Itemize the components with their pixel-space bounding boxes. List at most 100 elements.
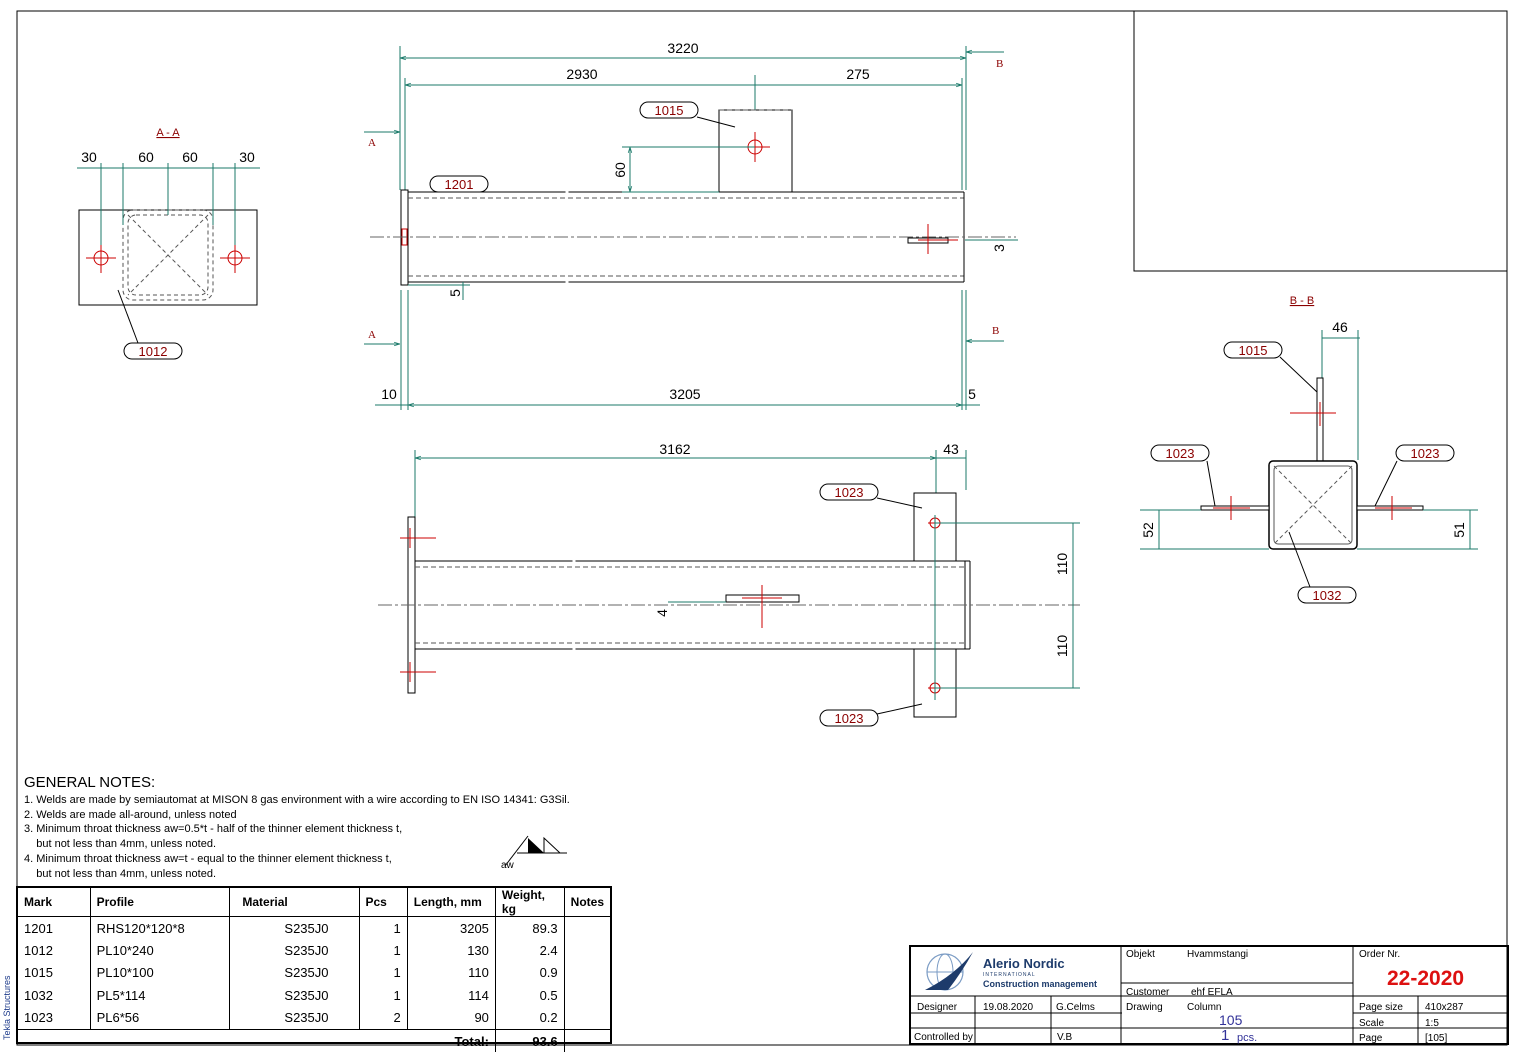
bom-cell: RHS120*120*8 — [90, 916, 231, 940]
designer-name: G.Celms — [1056, 1002, 1095, 1013]
bom-cell: 1 — [359, 939, 408, 962]
bom-header: Weight, kg — [495, 888, 565, 917]
bom-cell: S235J0 — [229, 939, 360, 962]
bom-cell: S235J0 — [229, 916, 360, 940]
dim-10: 10 — [381, 386, 397, 402]
section-arrow-a-bottom: A — [368, 329, 376, 341]
bom-total-label: Total: — [18, 1028, 496, 1052]
bom-cell: 2.4 — [495, 939, 565, 962]
customer-value: ehf EFLA — [1191, 987, 1233, 998]
company-tagline: Construction management — [983, 979, 1098, 989]
bom-cell: PL5*114 — [90, 984, 231, 1007]
scale-label: Scale — [1359, 1018, 1385, 1029]
bill-of-materials: Mark Profile Material Pcs Length, mm Wei… — [16, 886, 612, 1052]
bom-cell: S235J0 — [229, 984, 360, 1007]
bom-header: Mark — [18, 888, 91, 917]
dim-3220: 3220 — [667, 40, 698, 56]
dim-4: 4 — [654, 609, 670, 617]
pcs-label: pcs. — [1237, 1032, 1258, 1044]
objekt-value: Hvammstangi — [1187, 949, 1249, 960]
note-line: 2. Welds are made all-around, unless not… — [24, 808, 237, 821]
bom-cell: PL10*100 — [90, 961, 231, 985]
bom-header: Length, mm — [407, 888, 496, 917]
controlled-by-name: V.B — [1057, 1032, 1073, 1043]
bb-tag-1032: 1032 — [1313, 588, 1342, 603]
bom-cell — [564, 917, 610, 940]
dim-275: 275 — [846, 66, 870, 82]
bb-tag-1023-right: 1023 — [1411, 446, 1440, 461]
table-row: 1012 PL10*240 S235J0 1 130 2.4 — [18, 939, 610, 962]
company-sub: INTERNATIONAL — [983, 972, 1036, 978]
bom-cell: S235J0 — [229, 1006, 360, 1030]
bom-cell: 2 — [359, 1006, 408, 1030]
bom-cell: 90 — [407, 1006, 496, 1030]
plan-view: 3162 43 4 110 110 — [378, 441, 1080, 727]
bom-cell: 1 — [359, 916, 408, 940]
page-size-label: Page size — [1359, 1002, 1403, 1013]
tag-1012: 1012 — [139, 344, 168, 359]
bom-cell: 1 — [359, 984, 408, 1007]
dim-3162: 3162 — [659, 441, 690, 457]
notes-title: GENERAL NOTES: — [24, 774, 156, 791]
aa-dim-60-left: 60 — [138, 149, 154, 165]
section-arrow-b-top: B — [996, 58, 1003, 70]
controlled-by-label: Controlled by — [914, 1032, 973, 1043]
bom-cell: 1 — [359, 961, 408, 985]
drawing-number: 105 — [1219, 1012, 1243, 1028]
tag-1015-elevation: 1015 — [655, 103, 684, 118]
tag-1201: 1201 — [445, 177, 474, 192]
bom-header: Profile — [90, 888, 231, 917]
title-block-lines — [911, 947, 1507, 1043]
bom-header: Material — [229, 888, 360, 917]
bom-cell: 110 — [407, 961, 496, 985]
table-row: 1032 PL5*114 S235J0 1 114 0.5 — [18, 984, 610, 1007]
bom-cell: 1015 — [18, 961, 91, 985]
bom-cell — [564, 1007, 610, 1030]
note-line: but not less than 4mm, unless noted. — [24, 838, 216, 851]
tag-1023-plan-lower: 1023 — [835, 711, 864, 726]
bom-cell: 1201 — [18, 916, 91, 940]
bom-cell: 0.9 — [495, 961, 565, 985]
dim-110-lower: 110 — [1054, 635, 1070, 658]
note-line: 3. Minimum throat thickness aw=0.5*t - h… — [24, 823, 403, 836]
drawing-value: Column — [1187, 1002, 1222, 1013]
dim-5-plate: 5 — [447, 289, 463, 297]
bom-header-row: Mark Profile Material Pcs Length, mm Wei… — [18, 888, 610, 917]
bom-header: Pcs — [359, 888, 408, 917]
bom-cell — [564, 939, 610, 961]
dim-3205: 3205 — [669, 386, 700, 402]
section-aa: A - A 30 60 60 30 1012 — [77, 127, 260, 360]
note-line: but not less than 4mm, unless noted. — [24, 867, 216, 880]
order-number: 22-2020 — [1387, 967, 1465, 990]
company-logo — [925, 952, 973, 991]
weld-aw-label: aw — [501, 860, 515, 871]
bom-header: Notes — [564, 888, 610, 917]
dim-5-end: 5 — [968, 386, 976, 402]
bom-total-value: 93.6 — [495, 1028, 565, 1052]
drawing-label: Drawing — [1126, 1002, 1163, 1013]
section-bb-label: B - B — [1290, 295, 1314, 307]
bom-cell: 114 — [407, 984, 496, 1007]
software-label: Tekla Structures — [2, 975, 12, 1040]
bb-tag-1023-left: 1023 — [1166, 446, 1195, 461]
bom-cell: 0.2 — [495, 1006, 565, 1030]
bom-cell: 89.3 — [495, 916, 565, 940]
dim-3: 3 — [991, 244, 1007, 252]
note-line: 1. Welds are made by semiautomat at MISO… — [24, 793, 570, 806]
section-arrow-b-bottom: B — [992, 325, 999, 337]
table-row: 1023 PL6*56 S235J0 2 90 0.2 — [18, 1006, 610, 1030]
table-row: 1015 PL10*100 S235J0 1 110 0.9 — [18, 961, 610, 985]
order-label: Order Nr. — [1359, 949, 1401, 960]
customer-label: Customer — [1126, 987, 1170, 998]
dim-43: 43 — [943, 441, 959, 457]
bom-cell: 1012 — [18, 939, 91, 962]
page-value: [105] — [1425, 1033, 1448, 1044]
page-size-value: 410x287 — [1425, 1002, 1464, 1013]
aa-dim-30-left: 30 — [81, 149, 97, 165]
aa-dim-30-right: 30 — [239, 149, 255, 165]
section-bb: B - B 46 52 51 1015 1023 — [1140, 295, 1478, 604]
table-row: 1201 RHS120*120*8 S235J0 1 3205 89.3 — [18, 916, 610, 940]
note-line: 4. Minimum throat thickness aw=t - equal… — [24, 852, 392, 865]
dim-2930: 2930 — [566, 66, 597, 82]
